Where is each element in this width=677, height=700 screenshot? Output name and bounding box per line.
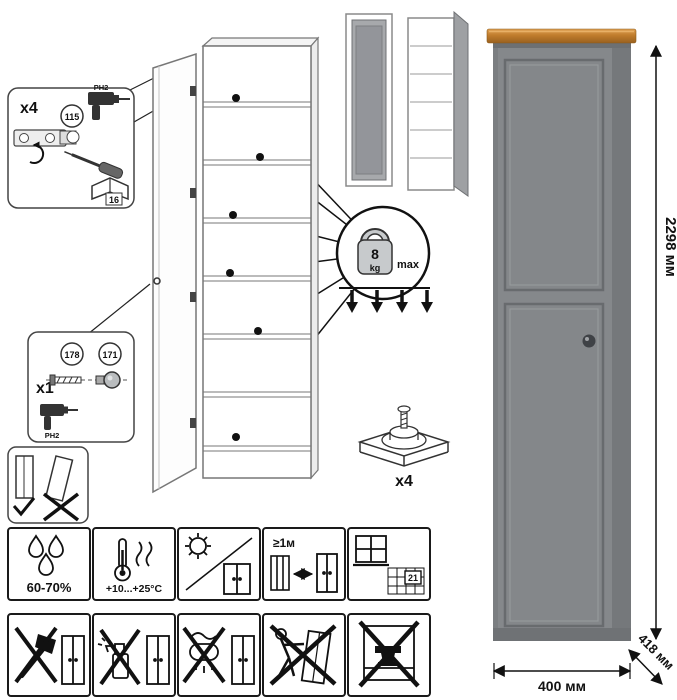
handle-panel: x1 178 171 PH2 [27,331,135,443]
load-point-dots [226,94,264,441]
screw-number-label: 178 [64,350,79,360]
screw-icon [49,374,82,386]
wood-top [486,28,637,44]
load-unit-label: kg [370,263,381,273]
tiles-icon [387,567,425,595]
weight-icon [357,228,393,275]
sunlight-cell [177,527,261,601]
temperature-label: +10...+25°C [106,583,163,595]
distance-label: ≥1м [273,536,295,550]
screw-number-badge [60,342,84,366]
cross-icon [14,626,58,684]
knob-number-label: 171 [102,350,117,360]
hinge-number-label: 115 [65,112,80,122]
cross-icon [269,624,337,686]
no-solvent-cell [92,613,176,697]
hinge-icon [13,129,80,147]
plinth [493,628,631,641]
dimension-depth: 418 мм [628,631,677,685]
hinge-marks [190,86,196,428]
hinge-panel: x4 PH2 115 16 [7,83,135,209]
cabinet-icon [223,563,251,595]
tilt-warning-panel [7,446,89,524]
no-drag-cell [262,613,346,697]
cabinet-icon [316,553,338,593]
cabinet-render [486,28,637,641]
mini-cabinet-open [407,10,469,197]
cross-icon [358,620,420,688]
knob-number-badge [98,342,122,366]
humidity-label: 60-70% [27,580,72,595]
radiator-icon [270,555,290,591]
load-value-label: 8 [371,246,379,262]
door-panel-upper [503,58,605,292]
cross-icon [99,628,141,686]
hinge-bit-label: PH2 [94,83,109,92]
knob-position-mark [153,277,161,285]
width-label: 400 мм [538,678,586,694]
foot-adjuster: x4 [357,405,451,490]
cabinet-icon [146,635,170,685]
water-drops-icon [28,534,64,576]
handle-bit-label: PH2 [45,431,60,440]
screwdriver-icon [64,150,124,179]
sun-icon [185,533,211,559]
hinge-count-label: x4 [20,100,38,117]
foot-count-label: x4 [395,473,413,490]
check-icon [12,497,36,517]
load-arrows [339,287,433,313]
knob-icon [95,371,121,389]
heat-distance-cell: ≥1м [262,527,346,601]
load-limit-badge: 8 kg max [335,205,431,301]
window-icon [353,535,389,567]
book-page-label: 16 [109,195,119,205]
shelf-lines [203,101,311,452]
thermometer-icon [114,538,153,582]
no-wet-cleaning-cell [177,613,261,697]
mini-cabinet-closed [345,13,393,187]
cabinet-outline [152,36,320,494]
cross-icon [42,492,80,522]
cross-icon [182,626,226,684]
drill-icon [88,92,130,120]
humidity-cell: 60-70% [7,527,91,601]
cabinet-icon [231,635,255,685]
height-label: 2298 мм [662,217,677,277]
ventilation-cell: 21 [347,527,431,601]
door-panel-lower [503,302,605,628]
drill-icon-small [40,404,78,430]
temperature-cell: +10...+25°C [92,527,176,601]
no-heavy-load-cell [347,613,431,697]
cabinet-icon [61,635,85,685]
hinge-number-badge [60,104,84,128]
rotate-arrow-icon [29,141,45,164]
dimension-height: 2298 мм [650,44,677,641]
door-knob [582,334,596,348]
handle-count-label: x1 [36,380,54,397]
open-door-outline [152,52,197,494]
tile-number-label: 21 [408,573,418,583]
dimension-width: 400 мм [492,663,632,694]
no-impact-cell [7,613,91,697]
manual-book-icon [91,177,129,206]
load-max-label: max [397,259,420,271]
